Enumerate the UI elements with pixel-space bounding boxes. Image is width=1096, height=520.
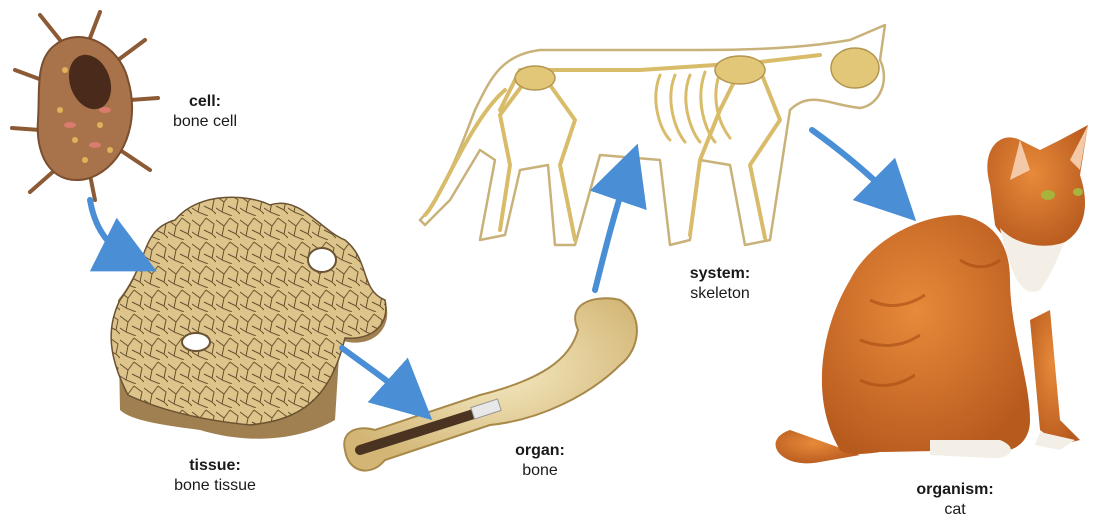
label-organ: organ: bone	[500, 441, 580, 481]
arrow-organ-to-system	[595, 172, 628, 290]
label-system-example: skeleton	[660, 284, 780, 304]
label-tissue-level: tissue:	[155, 456, 275, 476]
label-system: system: skeleton	[660, 264, 780, 304]
label-organism-level: organism:	[900, 480, 1010, 500]
label-organism: organism: cat	[900, 480, 1010, 520]
cat-organism-illustration	[776, 125, 1088, 463]
label-tissue-example: bone tissue	[155, 476, 275, 496]
label-cell-example: bone cell	[150, 112, 260, 132]
arrow-tissue-to-organ	[342, 348, 410, 400]
label-organ-example: bone	[500, 461, 580, 481]
label-system-level: system:	[660, 264, 780, 284]
bone-cell-illustration	[12, 12, 158, 200]
label-organism-example: cat	[900, 500, 1010, 520]
label-cell: cell: bone cell	[150, 92, 260, 132]
label-cell-level: cell:	[150, 92, 260, 112]
bone-tissue-illustration	[111, 197, 387, 438]
arrow-cell-to-tissue	[90, 200, 130, 258]
label-organ-level: organ:	[500, 441, 580, 461]
arrow-system-to-organism	[812, 130, 895, 200]
label-tissue: tissue: bone tissue	[155, 456, 275, 496]
